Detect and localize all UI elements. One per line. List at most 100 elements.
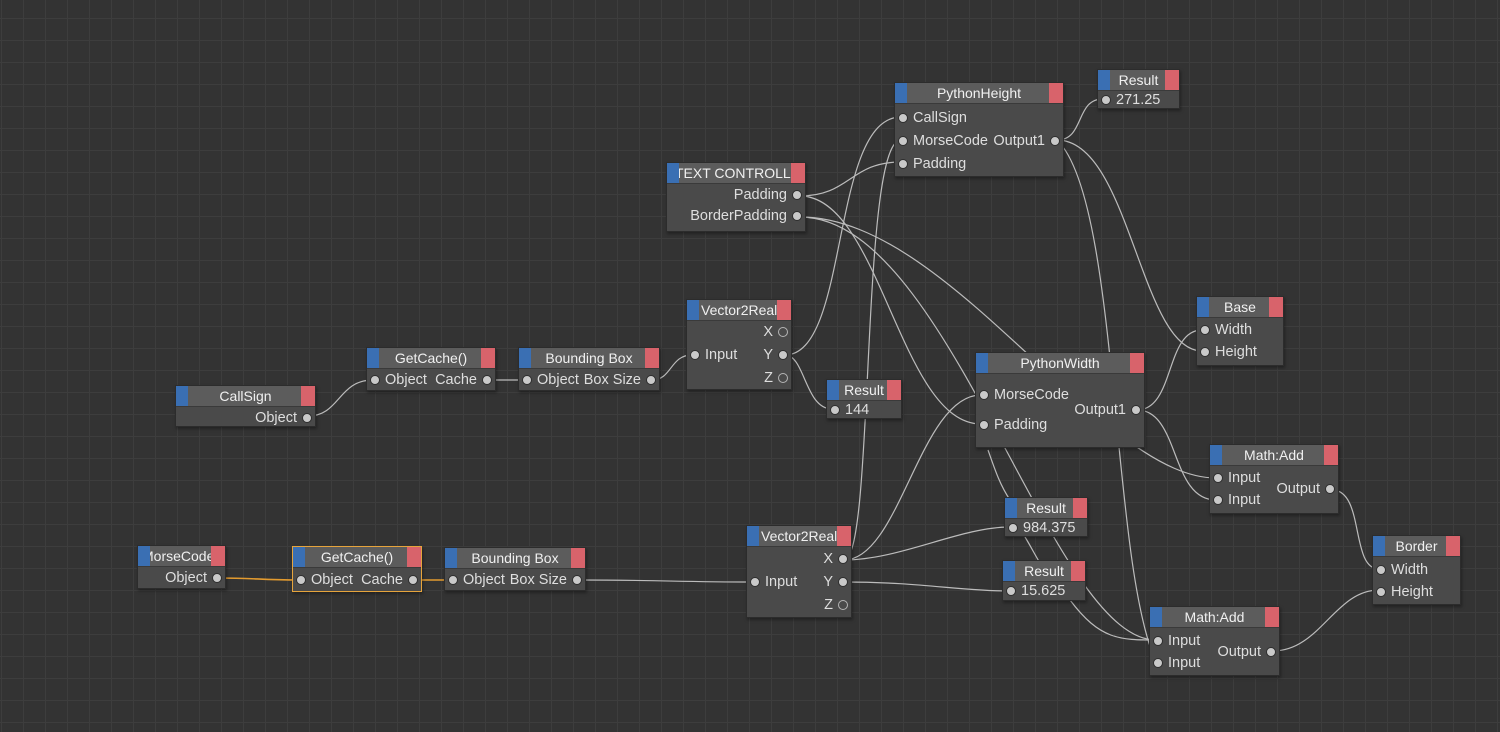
wire-callsign-getcache <box>307 379 374 417</box>
node-title: TEXT CONTROLLER <box>675 165 805 181</box>
output-port[interactable] <box>792 190 802 200</box>
output-port[interactable] <box>1325 484 1335 494</box>
input-port[interactable] <box>750 577 760 587</box>
node-header[interactable]: Math:Add <box>1150 607 1279 628</box>
node-header[interactable]: Result <box>1098 70 1179 91</box>
node-result-height[interactable]: Result 271.25 <box>1097 69 1180 109</box>
output-port[interactable] <box>838 554 848 564</box>
input-port[interactable] <box>898 159 908 169</box>
output-port[interactable] <box>1050 136 1060 146</box>
node-header[interactable]: Base <box>1197 297 1283 318</box>
input-port[interactable] <box>830 405 840 415</box>
output-label: Object <box>165 570 207 586</box>
input-port[interactable] <box>448 575 458 585</box>
input-label: Input <box>1168 633 1201 649</box>
node-result-144[interactable]: Result 144 <box>826 379 902 419</box>
output-port[interactable] <box>792 211 802 221</box>
input-port[interactable] <box>1153 636 1163 646</box>
node-border[interactable]: Border Width Height <box>1372 535 1461 605</box>
input-port[interactable] <box>1101 95 1111 105</box>
node-header[interactable]: Bounding Box <box>519 348 659 369</box>
input-port[interactable] <box>1006 586 1016 596</box>
node-header[interactable]: Result <box>827 380 901 401</box>
input-port[interactable] <box>296 575 306 585</box>
output-port[interactable] <box>1131 405 1141 415</box>
node-header[interactable]: Result <box>1005 498 1087 519</box>
input-port[interactable] <box>1200 325 1210 335</box>
output-label: X <box>823 551 833 567</box>
node-header[interactable]: GetCache() <box>293 547 421 568</box>
node-title: Math:Add <box>1184 609 1245 625</box>
node-header[interactable]: MorseCode <box>138 546 225 567</box>
wire-vec2reals2-y-result15 <box>843 581 1009 592</box>
input-port[interactable] <box>898 136 908 146</box>
input-port[interactable] <box>1213 473 1223 483</box>
node-header[interactable]: Border <box>1373 536 1460 557</box>
input-port[interactable] <box>979 390 989 400</box>
node-title: Bounding Box <box>471 550 559 566</box>
output-port[interactable] <box>838 600 848 610</box>
input-port[interactable] <box>1213 495 1223 505</box>
output-label: Y <box>823 574 833 590</box>
input-label: Padding <box>913 156 967 172</box>
node-result-15[interactable]: Result 15.625 <box>1002 560 1086 601</box>
node-morsecode[interactable]: MorseCode Object <box>137 545 226 589</box>
input-port[interactable] <box>1376 587 1386 597</box>
input-port[interactable] <box>690 350 700 360</box>
input-port[interactable] <box>898 113 908 123</box>
node-header[interactable]: Vector2Reals <box>687 300 791 321</box>
node-python-width[interactable]: PythonWidth MorseCode Output1 Padding <box>975 352 1145 448</box>
node-header[interactable]: PythonWidth <box>976 353 1144 374</box>
wire-bbox2-vec2reals2 <box>577 579 754 583</box>
output-port[interactable] <box>1266 647 1276 657</box>
output-port[interactable] <box>482 375 492 385</box>
node-header[interactable]: CallSign <box>176 386 315 407</box>
node-header[interactable]: PythonHeight <box>895 83 1063 104</box>
output-label: Box Size <box>509 572 567 588</box>
input-label: Input <box>765 574 798 590</box>
node-header[interactable]: Bounding Box <box>445 548 585 569</box>
output-port[interactable] <box>838 577 848 587</box>
node-title: Base <box>1224 299 1256 315</box>
output-port[interactable] <box>778 373 788 383</box>
node-math-add-2[interactable]: Math:Add Input Output Input <box>1149 606 1280 676</box>
node-math-add-1[interactable]: Math:Add Input Output Input <box>1209 444 1339 514</box>
node-header[interactable]: Math:Add <box>1210 445 1338 466</box>
node-result-984[interactable]: Result 984.375 <box>1004 497 1088 537</box>
input-port[interactable] <box>1153 658 1163 668</box>
node-title: PythonWidth <box>1020 355 1100 371</box>
output-port[interactable] <box>778 350 788 360</box>
input-port[interactable] <box>1376 565 1386 575</box>
output-port[interactable] <box>302 413 312 423</box>
wire-pythonwidth-mathadd1 <box>1136 409 1217 501</box>
output-port[interactable] <box>646 375 656 385</box>
input-port[interactable] <box>370 375 380 385</box>
node-text-controller[interactable]: TEXT CONTROLLER Padding BorderPadding <box>666 162 806 232</box>
output-label: BorderPadding <box>690 208 787 224</box>
node-callsign[interactable]: CallSign Object <box>175 385 316 427</box>
node-title: Border <box>1395 538 1438 554</box>
wire-vec2reals2-x-result984 <box>843 526 1011 561</box>
node-header[interactable]: Result <box>1003 561 1085 582</box>
output-port[interactable] <box>778 327 788 337</box>
input-port[interactable] <box>979 420 989 430</box>
output-port[interactable] <box>408 575 418 585</box>
node-header[interactable]: GetCache() <box>367 348 495 369</box>
input-label: Height <box>1391 584 1433 600</box>
node-header[interactable]: TEXT CONTROLLER <box>667 163 805 184</box>
output-port[interactable] <box>212 573 222 583</box>
node-header[interactable]: Vector2Reals <box>747 526 851 547</box>
node-base[interactable]: Base Width Height <box>1196 296 1284 366</box>
output-port[interactable] <box>572 575 582 585</box>
input-port[interactable] <box>1200 347 1210 357</box>
input-port[interactable] <box>522 375 532 385</box>
input-port[interactable] <box>1008 523 1018 533</box>
node-title: Bounding Box <box>545 350 633 366</box>
